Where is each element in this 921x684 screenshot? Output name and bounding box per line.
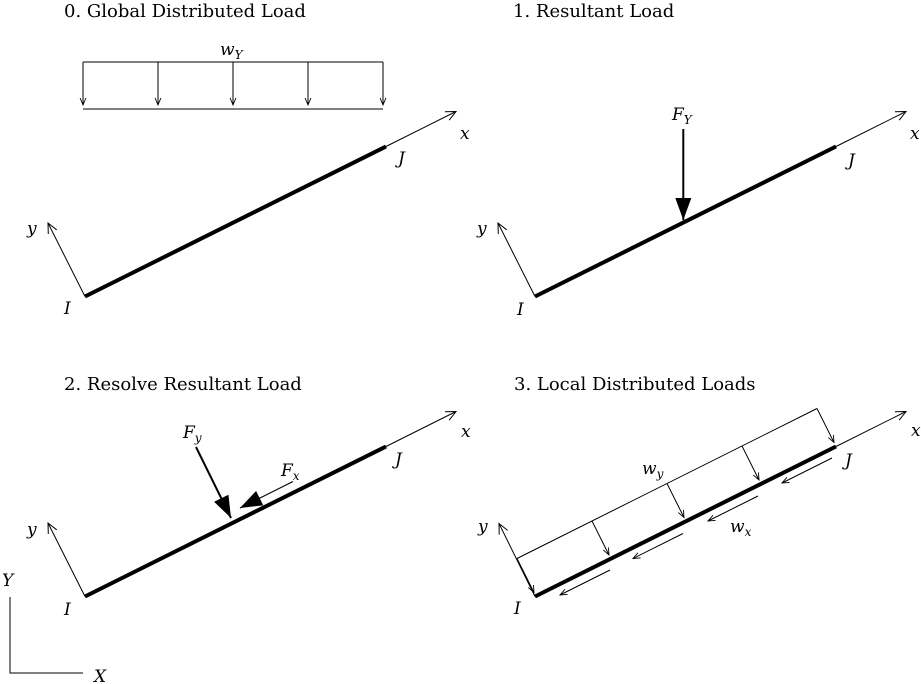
local-wy-load-label: wy <box>642 459 664 481</box>
local-y-axis-label: y <box>26 520 37 540</box>
wx-load-arrow <box>780 457 833 484</box>
local-x-axis-arrow <box>835 410 908 447</box>
wy-load-arrow <box>591 520 610 557</box>
panel0-title: 0. Global Distributed Load <box>64 1 306 22</box>
local-x-axis-label: x <box>461 422 471 442</box>
panel1-title: 1. Resultant Load <box>513 1 674 22</box>
panel-local-distributed-loads: 3. Local Distributed Loads wy wx x y I J <box>477 374 921 619</box>
force-Fy-arrow <box>195 446 232 519</box>
wy-load-arrow <box>741 445 760 482</box>
global-X-axis-label: X <box>92 667 107 684</box>
wx-load-arrow <box>558 569 611 596</box>
local-x-axis-label: x <box>910 124 920 144</box>
node-i-label: I <box>63 299 71 319</box>
local-y-axis-label: y <box>26 219 37 239</box>
local-y-axis-arrow <box>498 522 536 597</box>
wy-load-arrow <box>516 558 535 594</box>
beam-line <box>534 144 837 299</box>
local-y-axis-arrow <box>497 221 536 297</box>
panel3-title: 3. Local Distributed Loads <box>514 374 756 395</box>
node-j-label: J <box>842 451 853 471</box>
beam-line <box>534 444 837 599</box>
local-y-axis-label: y <box>477 517 488 537</box>
local-y-axis-arrow <box>47 521 86 597</box>
panel2-title: 2. Resolve Resultant Load <box>64 374 302 395</box>
local-x-axis-label: x <box>911 421 921 441</box>
panel-global-distributed-load: 0. Global Distributed Load wY x y I J <box>26 1 470 319</box>
global-Y-axis-label: Y <box>2 571 15 591</box>
beam-line <box>84 444 387 599</box>
global-distributed-load-band <box>79 61 387 110</box>
local-x-axis-arrow <box>835 110 908 147</box>
panel-resolve-resultant-load: 2. Resolve Resultant Load Fy Fx x y I J … <box>2 374 471 684</box>
wy-load-arrow <box>666 483 685 519</box>
global-axes-corner <box>9 597 83 674</box>
global-load-wY-label: wY <box>220 40 244 62</box>
force-Fy-label: Fy <box>182 423 202 445</box>
local-x-axis-arrow <box>385 110 458 147</box>
local-x-axis-arrow <box>385 410 458 447</box>
local-wy-distributed-load-band <box>516 408 835 594</box>
local-wx-distributed-load-arrows <box>558 457 833 596</box>
force-Fx-arrow <box>239 480 294 509</box>
node-j-label: J <box>395 149 406 169</box>
node-i-label: I <box>63 600 71 620</box>
wx-load-arrow <box>706 495 759 522</box>
wx-load-arrow <box>631 533 684 560</box>
local-x-axis-label: x <box>460 124 470 144</box>
local-y-axis-label: y <box>476 219 487 239</box>
global-axes: Y X <box>2 571 107 684</box>
node-i-label: I <box>513 599 521 619</box>
beam-line <box>84 144 387 299</box>
force-Fx-label: Fx <box>280 461 300 483</box>
node-i-label: I <box>516 300 524 320</box>
node-j-label: J <box>845 151 856 171</box>
wy-load-arrow <box>816 408 835 444</box>
panel-resultant-load: 1. Resultant Load FY x y I J <box>476 1 920 320</box>
resultant-force-FY-label: FY <box>671 105 693 127</box>
local-y-axis-arrow <box>47 221 86 297</box>
local-wx-load-label: wx <box>730 517 752 539</box>
node-j-label: J <box>392 450 403 470</box>
